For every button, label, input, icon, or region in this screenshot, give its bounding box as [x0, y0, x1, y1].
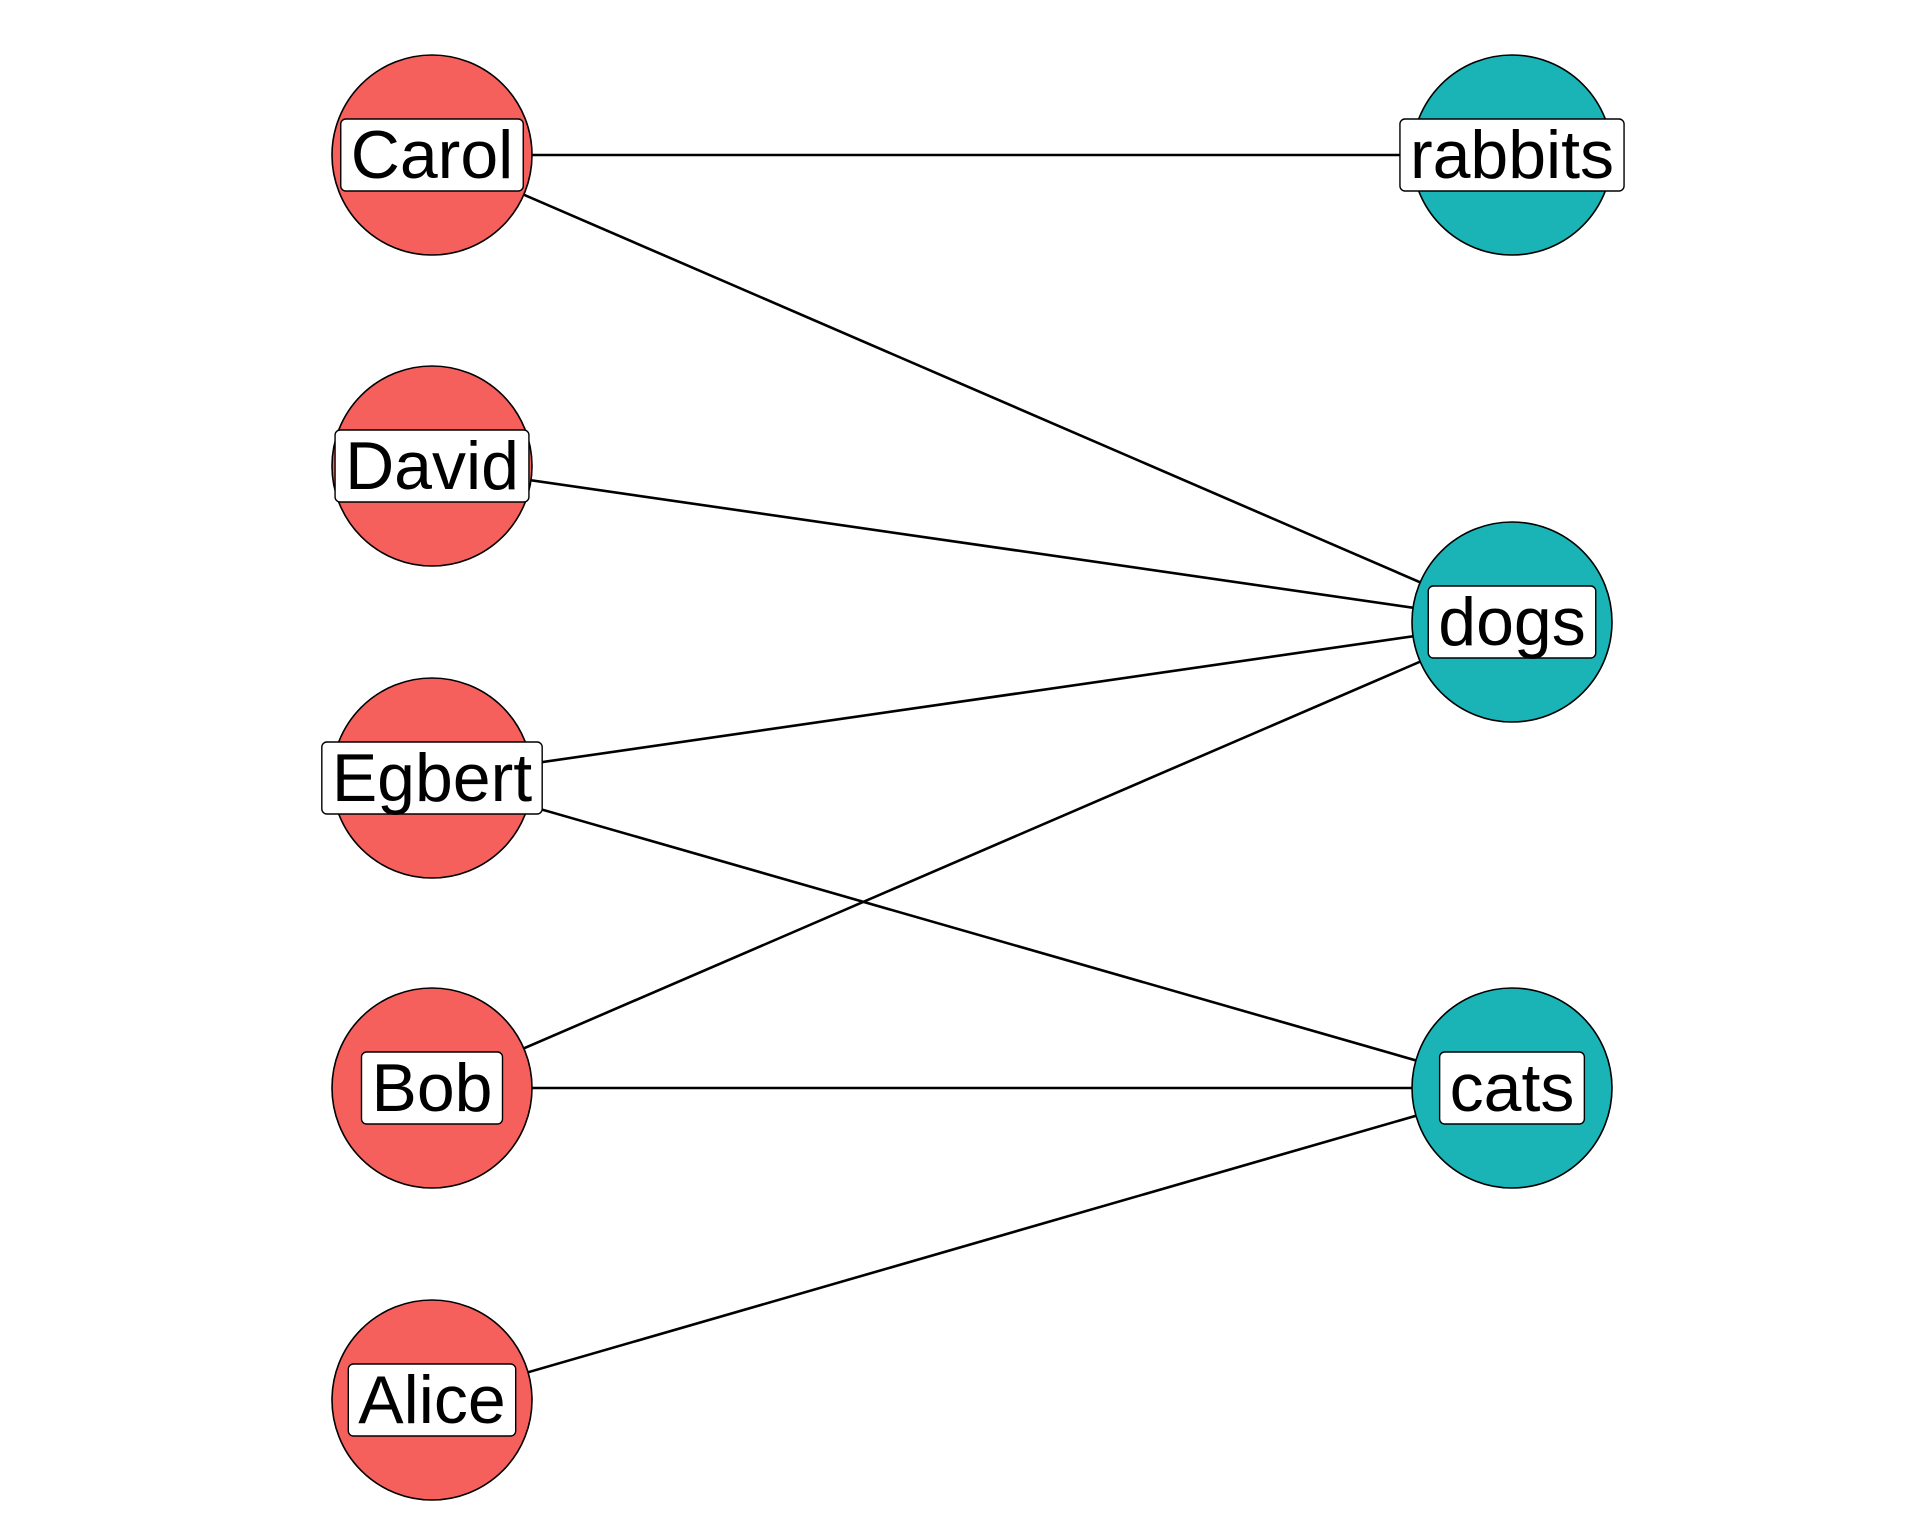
node-egbert: Egbert: [321, 677, 543, 879]
node-label-rabbits: rabbits: [1410, 117, 1614, 193]
node-label-box-dogs: [1427, 585, 1597, 659]
node-bob: Bob: [331, 987, 533, 1189]
edges-layer: [431, 153, 1513, 1402]
node-label-box-alice: [347, 1363, 517, 1437]
node-david: David: [331, 365, 533, 567]
node-label-egbert: Egbert: [332, 740, 532, 816]
node-label-box-bob: [360, 1051, 504, 1125]
node-label-carol: Carol: [351, 117, 514, 193]
edge-carol-dogs: [431, 153, 1513, 624]
edge-alice-cats: [431, 1086, 1513, 1402]
edge-egbert-cats: [431, 776, 1513, 1090]
node-rabbits: rabbits: [1399, 54, 1625, 256]
node-label-cats: cats: [1450, 1050, 1575, 1126]
edge-bob-dogs: [431, 620, 1513, 1090]
node-label-box-rabbits: [1399, 118, 1625, 192]
node-label-david: David: [345, 428, 519, 504]
node-label-box-david: [334, 429, 530, 503]
node-cats: cats: [1411, 987, 1613, 1189]
node-label-bob: Bob: [372, 1050, 493, 1126]
node-label-box-cats: [1438, 1051, 1586, 1125]
edge-david-dogs: [431, 464, 1513, 624]
node-label-box-egbert: [321, 741, 543, 815]
edge-egbert-dogs: [431, 620, 1513, 780]
node-carol: Carol: [331, 54, 533, 256]
node-label-dogs: dogs: [1438, 584, 1585, 660]
node-label-alice: Alice: [358, 1362, 505, 1438]
node-label-box-carol: [340, 118, 524, 192]
node-alice: Alice: [331, 1299, 533, 1501]
node-dogs: dogs: [1411, 521, 1613, 723]
